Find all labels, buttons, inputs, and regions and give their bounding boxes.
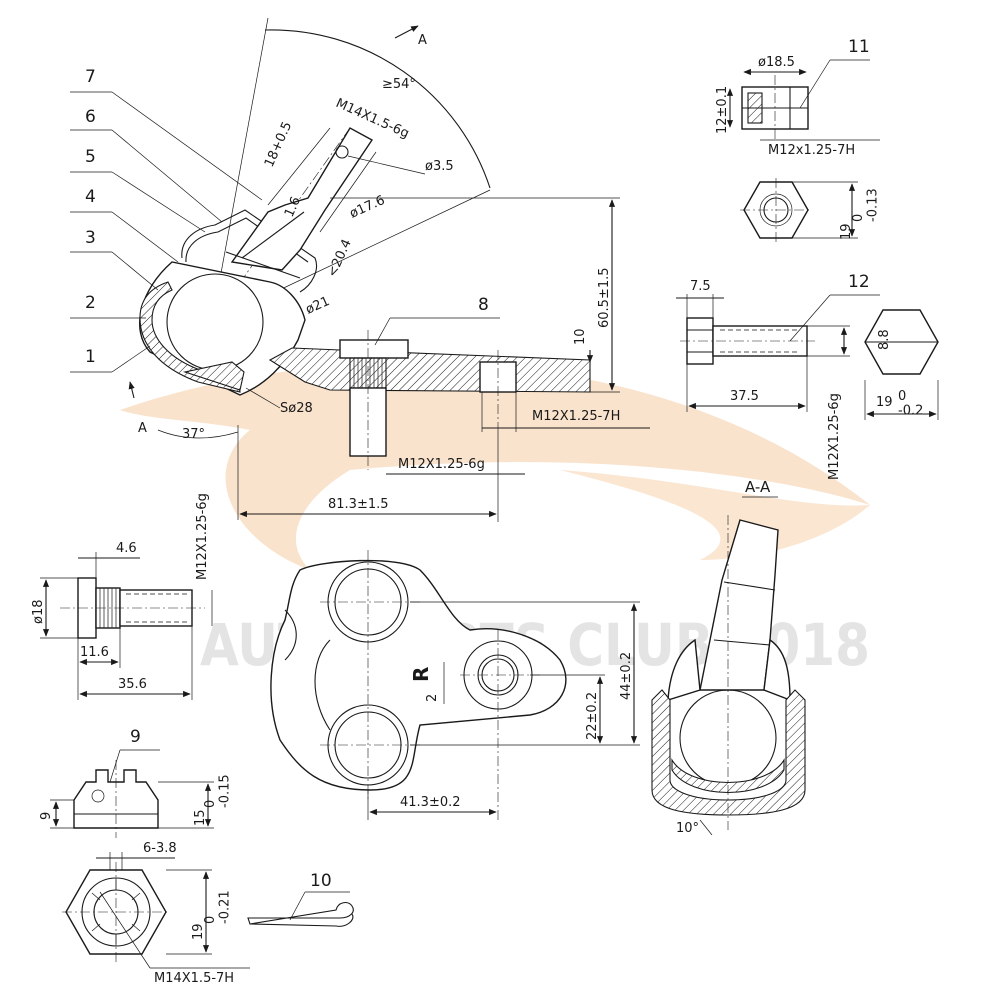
watermark-swoosh	[120, 362, 870, 570]
flange-dim-22: 22±0.2	[585, 692, 600, 740]
section-angle: 10°	[676, 821, 699, 836]
part9-slot: 6-3.8	[143, 841, 177, 856]
flange-mark-r: R	[409, 667, 433, 682]
part-12: 7.5 37.5 M12X1.25-6g 12 8.8 19 0-0.2	[676, 272, 939, 480]
arm-profile	[268, 347, 591, 393]
callout-5: 5	[85, 147, 96, 167]
dim-angle-54: ≥54°	[382, 77, 416, 92]
part-8: 4.6 ø18 11.6 35.6 M12X1.25-6g	[31, 493, 213, 700]
dim-cone-20-4: <20.4	[325, 237, 355, 280]
part-9: 9 15 0-0.15 9 6-3.8 19 0-0.21 M14X1.5-7H	[39, 727, 250, 986]
part11-flats-tol: 0-0.13	[851, 188, 880, 222]
dim-height-10: 10	[573, 328, 588, 345]
dim-angle-37: 37°	[182, 427, 205, 442]
dim-height-60-5: 60.5±1.5	[597, 267, 612, 328]
dim-len-18: 18+0.5	[262, 120, 295, 170]
part12-length: 37.5	[730, 389, 759, 404]
dim-hole-3-5: ø3.5	[425, 159, 454, 174]
part9-height-9: 9	[39, 812, 54, 820]
callouts-main: 7 6 5 4 3 2 1 8	[70, 67, 500, 373]
callout-7: 7	[85, 67, 96, 87]
callout-2: 2	[85, 293, 96, 313]
callout-9: 9	[130, 727, 141, 747]
callout-1: 1	[85, 347, 96, 367]
dim-sphere-28: Sø28	[280, 401, 313, 416]
cotter-hole	[335, 145, 349, 159]
part9-thread: M14X1.5-7H	[154, 971, 234, 986]
part8-dia: ø18	[31, 600, 46, 625]
part12-hex-height: 8.8	[877, 329, 892, 350]
part8-head-len: 4.6	[116, 541, 137, 556]
callout-8: 8	[478, 295, 489, 315]
part11-flats: 19	[839, 223, 854, 240]
part12-flats: 19	[876, 395, 893, 410]
section-title: A-A	[745, 478, 771, 496]
watermark-swoosh-tail	[560, 470, 870, 560]
part12-flats-tol: 0-0.2	[898, 389, 923, 418]
bolt-head-8	[339, 339, 409, 359]
dim-dia-17-6: ø17.6	[348, 193, 388, 222]
dim-thread-nut: M12X1.25-7H	[532, 409, 620, 424]
part8-length: 35.6	[118, 677, 147, 692]
part9-height-15-tol: 0-0.15	[203, 774, 232, 808]
part8-knurl-len: 11.6	[80, 645, 109, 660]
part12-thread: M12X1.25-6g	[827, 393, 842, 480]
callout-4: 4	[85, 187, 96, 207]
part12-head: 7.5	[690, 279, 711, 294]
angle-arc-54	[264, 29, 491, 189]
dim-thread-bolt: M12X1.25-6g	[398, 457, 485, 472]
dust-boot	[181, 209, 318, 293]
callout-6: 6	[85, 107, 96, 127]
flange-plate: R 2 22±0.2 44±0.2 41.3±0.2	[270, 550, 640, 820]
flange-dim-41-3: 41.3±0.2	[400, 795, 461, 810]
section-mark-a-top: A	[418, 33, 427, 48]
part-11: ø18.5 12±0.1 M12x1.25-7H 11 19 0-0.13	[715, 37, 880, 242]
section-mark-a-bottom: A	[138, 421, 147, 436]
part11-dia: ø18.5	[758, 55, 795, 70]
part11-thread: M12x1.25-7H	[768, 143, 855, 158]
dim-length-81-3: 81.3±1.5	[328, 497, 389, 512]
callout-12: 12	[848, 272, 870, 292]
flange-mark-dim: 2	[425, 694, 440, 702]
section-a-a: A-A 10°	[651, 478, 806, 836]
part9-flats: 19	[191, 923, 206, 940]
flange-dim-44: 44±0.2	[619, 652, 634, 700]
part-10: 10	[247, 871, 354, 927]
dim-dia-21: ø21	[304, 294, 332, 318]
part9-height-15: 15	[193, 809, 208, 826]
callout-3: 3	[85, 228, 96, 248]
stud	[230, 127, 374, 271]
part8-thread: M12X1.25-6g	[195, 493, 210, 580]
part11-height: 12±0.1	[715, 86, 730, 134]
part9-flats-tol: 0-0.21	[203, 890, 232, 924]
callout-11: 11	[848, 37, 870, 57]
callout-10: 10	[310, 871, 332, 891]
